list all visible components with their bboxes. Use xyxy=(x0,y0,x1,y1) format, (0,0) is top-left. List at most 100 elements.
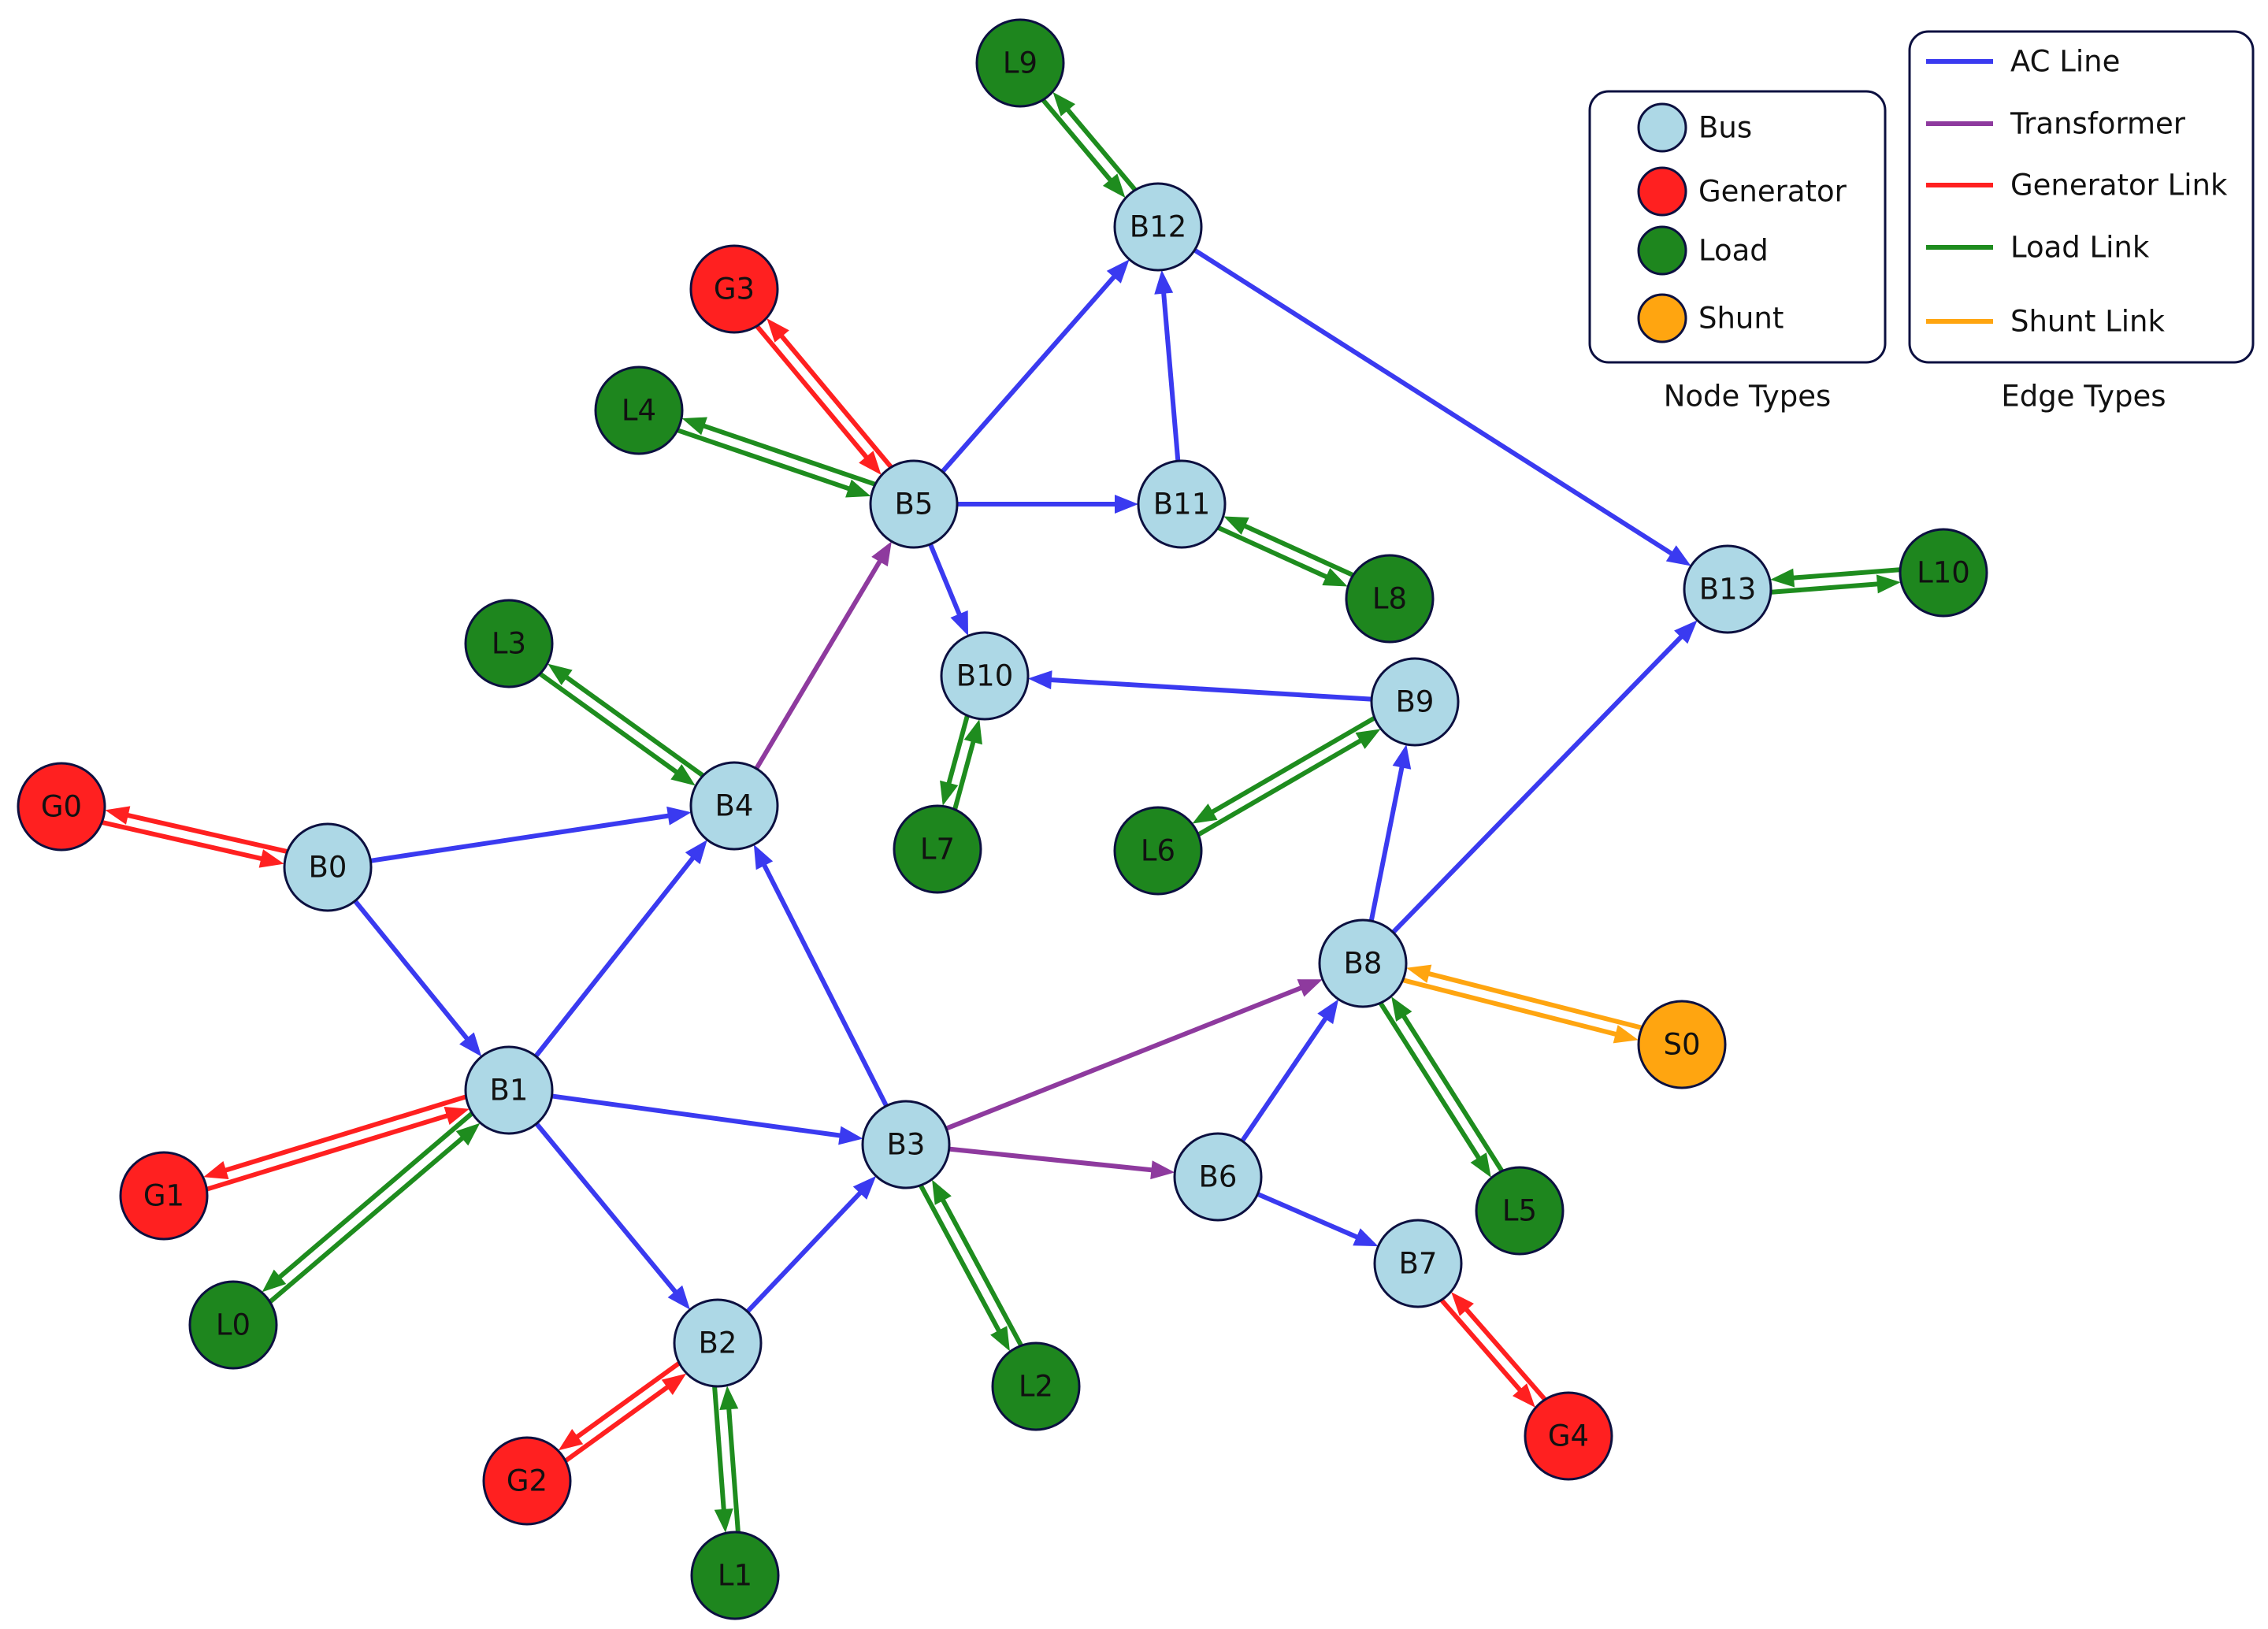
edge-b1-b2-shaft xyxy=(534,1122,679,1296)
edge-b5-b10 xyxy=(928,543,969,636)
edge-l0-b1-reverse-shaft xyxy=(276,1111,473,1281)
node-label: G1 xyxy=(143,1179,184,1213)
edge-b5-b12 xyxy=(941,259,1130,473)
node-b10[interactable]: B10 xyxy=(940,631,1030,721)
edge-s0-b8-forward-head xyxy=(1406,964,1432,983)
node-b8[interactable]: B8 xyxy=(1318,918,1408,1008)
edge-b2-b3 xyxy=(745,1175,877,1314)
node-b7[interactable]: B7 xyxy=(1373,1219,1463,1308)
load-node-circle xyxy=(1113,806,1203,896)
node-l4[interactable]: L4 xyxy=(594,366,684,455)
edge-b5-b12-shaft xyxy=(941,273,1118,473)
node-label: L0 xyxy=(216,1308,251,1342)
edge-b9-b10 xyxy=(1027,670,1372,702)
legend-item-label: Shunt Link xyxy=(2010,305,2165,339)
edge-b8-b13 xyxy=(1391,620,1698,934)
node-b6[interactable]: B6 xyxy=(1173,1132,1263,1222)
node-b12[interactable]: B12 xyxy=(1113,182,1203,272)
edge-l4-b5-reverse xyxy=(681,417,876,487)
edge-g3-b5-reverse-shaft xyxy=(778,332,893,469)
edge-g3-b5-reverse-head xyxy=(767,318,789,343)
edge-g3-b5-reverse xyxy=(767,318,893,469)
edge-b3-b4 xyxy=(753,844,889,1108)
edge-g4-b7-reverse xyxy=(1439,1298,1535,1408)
edge-l3-b4-forward-shaft xyxy=(539,672,681,776)
node-b5[interactable]: B5 xyxy=(869,459,959,549)
node-legend-title: Node Types xyxy=(1664,380,1832,414)
node-l5[interactable]: L5 xyxy=(1475,1166,1565,1256)
node-l0[interactable]: L0 xyxy=(188,1280,278,1370)
node-label: B7 xyxy=(1399,1247,1438,1281)
node-g1[interactable]: G1 xyxy=(119,1151,209,1241)
node-l1[interactable]: L1 xyxy=(690,1531,780,1620)
node-b0[interactable]: B0 xyxy=(283,822,373,912)
node-b3[interactable]: B3 xyxy=(861,1100,951,1189)
edge-l3-b4-forward-head xyxy=(670,764,696,786)
edge-l3-b4-reverse-head xyxy=(548,663,573,685)
edge-g1-b1-reverse-shaft xyxy=(222,1094,466,1174)
node-g3[interactable]: G3 xyxy=(689,244,779,334)
node-l10[interactable]: L10 xyxy=(1899,528,1988,618)
edge-s0-b8-forward xyxy=(1406,964,1643,1030)
edge-l10-b13-forward xyxy=(1770,567,1900,588)
edge-g2-b2-forward xyxy=(564,1373,687,1463)
edge-l8-b11-reverse-shaft xyxy=(1217,525,1331,581)
node-g2[interactable]: G2 xyxy=(482,1436,572,1526)
node-s0[interactable]: S0 xyxy=(1637,1000,1727,1089)
edge-b4-b5-head xyxy=(871,541,892,567)
node-b13[interactable]: B13 xyxy=(1683,544,1772,634)
node-label: B0 xyxy=(309,851,347,885)
node-g0[interactable]: G0 xyxy=(17,762,106,852)
node-b11[interactable]: B11 xyxy=(1137,459,1227,549)
edge-l5-b8-reverse-shaft xyxy=(1379,1002,1483,1162)
edge-b11-b12-shaft xyxy=(1160,290,1181,462)
node-l7[interactable]: L7 xyxy=(893,804,982,894)
generator-node-circle xyxy=(482,1436,572,1526)
node-b4[interactable]: B4 xyxy=(689,761,779,851)
edge-b5-b11-head xyxy=(1115,495,1138,514)
node-l8[interactable]: L8 xyxy=(1345,554,1435,644)
edge-b6-b8-head xyxy=(1317,999,1339,1025)
bus-node-circle xyxy=(1370,657,1460,747)
node-l6[interactable]: L6 xyxy=(1113,806,1203,896)
edge-b6-b8 xyxy=(1240,999,1339,1143)
edge-l2-b3-reverse xyxy=(919,1184,1010,1352)
edge-g2-b2-forward-shaft xyxy=(564,1383,671,1463)
node-label: B1 xyxy=(490,1074,529,1108)
bus-node-circle xyxy=(283,822,373,912)
node-b2[interactable]: B2 xyxy=(673,1298,763,1388)
edge-b3-b6-shaft xyxy=(948,1146,1155,1173)
edge-l5-b8-reverse xyxy=(1379,1002,1491,1178)
bus-node-circle xyxy=(689,761,779,851)
edge-l9-b12-reverse-shaft xyxy=(1063,106,1138,191)
edge-l4-b5-reverse-shaft xyxy=(700,422,876,487)
edge-b3-b4-head xyxy=(753,844,774,870)
edge-b8-b9-shaft xyxy=(1368,763,1405,922)
edge-l0-b1-forward-head xyxy=(455,1122,481,1146)
node-g4[interactable]: G4 xyxy=(1524,1391,1613,1481)
bus-node-circle xyxy=(1318,918,1408,1008)
node-l2[interactable]: L2 xyxy=(991,1341,1081,1431)
node-label: S0 xyxy=(1663,1028,1700,1062)
legend-item-load: Load xyxy=(1637,225,1769,276)
legend-item-shunt: Shunt xyxy=(1637,293,1784,343)
edge-l1-b2-forward-shaft xyxy=(726,1405,741,1532)
node-l3[interactable]: L3 xyxy=(464,599,554,688)
edge-s0-b8-reverse-shaft xyxy=(1402,978,1620,1037)
node-b9[interactable]: B9 xyxy=(1370,657,1460,747)
edge-b5-b12-head xyxy=(1106,259,1130,284)
edge-b9-b10-head xyxy=(1027,670,1052,690)
edge-b1-b2-head xyxy=(667,1285,690,1310)
edge-b0-b4-head xyxy=(666,806,692,826)
edge-l7-b10-forward-shaft xyxy=(952,738,977,810)
node-b1[interactable]: B1 xyxy=(464,1045,554,1135)
legend-item-ac_line: AC Line xyxy=(1926,45,2120,79)
node-label: L5 xyxy=(1502,1194,1537,1228)
node-label: B5 xyxy=(895,488,934,521)
edge-g4-b7-reverse-head xyxy=(1513,1383,1535,1408)
edge-l4-b5-forward xyxy=(677,428,871,498)
edge-l10-b13-reverse-shaft xyxy=(1771,581,1881,595)
node-l9[interactable]: L9 xyxy=(975,18,1065,108)
node-label: G4 xyxy=(1548,1419,1589,1453)
